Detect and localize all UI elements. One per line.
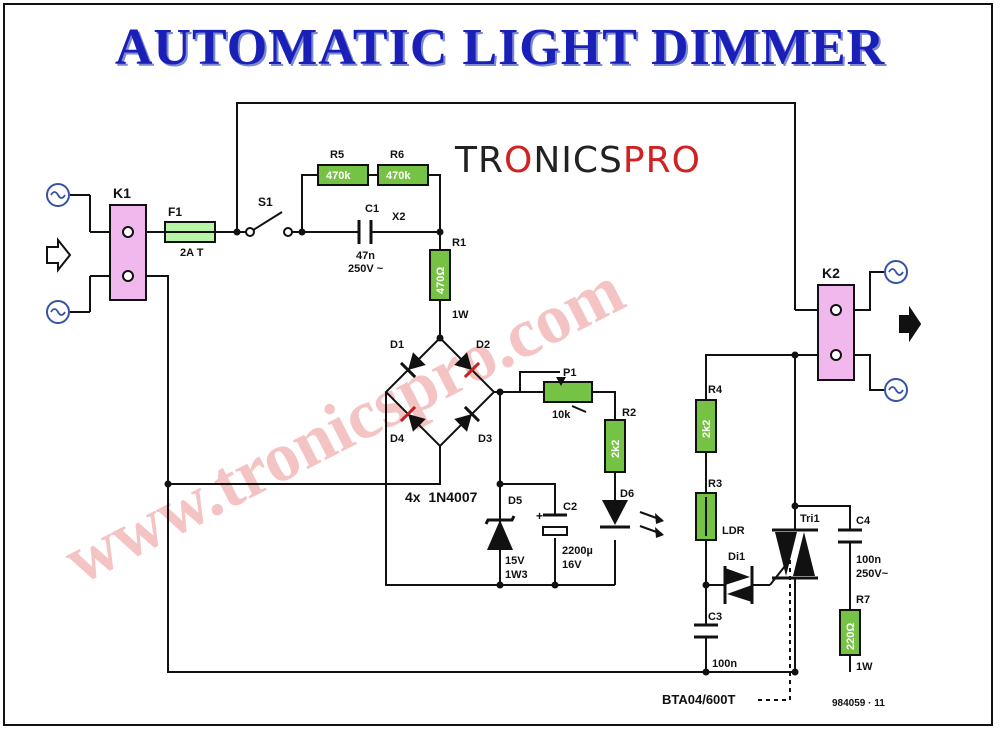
- diode-d4: [399, 405, 426, 432]
- potentiometer-p1: [519, 371, 593, 413]
- resistor-r4: [695, 399, 717, 453]
- label-r6: R6: [390, 149, 404, 161]
- label-c3: C3: [708, 611, 722, 623]
- label-r5-value: 470k: [326, 170, 351, 182]
- label-r3: R3: [708, 478, 722, 490]
- wires: [70, 102, 885, 673]
- label-r6-value: 470k: [386, 170, 411, 182]
- label-c2: C2: [563, 501, 577, 513]
- logo-text: NICS: [533, 140, 623, 181]
- label-p1-value: 10k: [552, 409, 571, 421]
- label-k2: K2: [822, 265, 840, 281]
- label-d5-voltage: 15V: [505, 555, 525, 567]
- ac-source-icon: [884, 378, 908, 402]
- triac-tri1: [772, 528, 818, 580]
- ldr-r3: [695, 492, 717, 541]
- label-r2: R2: [622, 407, 636, 419]
- label-r4-value: 2k2: [701, 420, 713, 438]
- ac-source-icon: [884, 260, 908, 284]
- label-r7: R7: [856, 594, 870, 606]
- junctions: [164, 228, 799, 676]
- label-bridge: 4x 1N4007: [405, 489, 478, 505]
- label-p1: P1: [563, 367, 576, 379]
- label-r1-power: 1W: [452, 309, 469, 321]
- label-di1: Di1: [728, 551, 745, 563]
- label-r2-value: 2k2: [610, 440, 622, 458]
- logo-chip-icon: O: [504, 140, 534, 181]
- label-c1-value: 47n: [356, 250, 375, 262]
- capacitor-c1: [357, 220, 373, 244]
- label-d5: D5: [508, 495, 522, 507]
- diode-d1: [399, 352, 426, 379]
- output-arrow-icon: [899, 305, 922, 343]
- logo-text: PRO: [622, 140, 701, 181]
- label-c1-voltage: 250V ~: [348, 263, 384, 275]
- ac-source-icon: [46, 300, 70, 324]
- label-d4: D4: [390, 433, 405, 445]
- label-r7-value: 220Ω: [845, 623, 857, 650]
- resistor-r1: [429, 249, 451, 301]
- label-tri1: Tri1: [800, 513, 820, 525]
- resistor-r5: [317, 164, 369, 186]
- resistor-r2: [604, 419, 626, 473]
- label-triac-part: BTA04/600T: [662, 692, 736, 707]
- label-c3-value: 100n: [712, 658, 737, 670]
- k1-connector: [109, 204, 147, 301]
- capacitor-c2: +: [536, 509, 568, 536]
- label-r1-value: 470Ω: [435, 267, 447, 294]
- diagram-frame: [3, 3, 993, 726]
- label-d3: D3: [478, 433, 492, 445]
- label-r1: R1: [452, 237, 466, 249]
- label-r7-power: 1W: [856, 661, 873, 673]
- label-r4: R4: [708, 384, 723, 396]
- diode-d3: [454, 405, 481, 432]
- k2-connector: [817, 284, 855, 381]
- label-code: 984059 · 11: [832, 698, 885, 709]
- capacitor-c4: [838, 528, 862, 544]
- label-f1-value: 2A T: [180, 247, 204, 259]
- label-k1: K1: [113, 185, 131, 201]
- capacitor-c3: [694, 623, 718, 639]
- label-ldr: LDR: [722, 525, 745, 537]
- label-r5: R5: [330, 149, 344, 161]
- label-x2: X2: [392, 211, 405, 223]
- resistor-r7: [839, 609, 861, 656]
- label-d2: D2: [476, 339, 490, 351]
- label-d5-power: 1W3: [505, 569, 528, 581]
- led-d6: [600, 500, 664, 538]
- label-f1: F1: [168, 205, 182, 219]
- svg-text:+: +: [536, 509, 543, 523]
- label-c4: C4: [856, 515, 871, 527]
- component-labels: K1 K2 F1 2A T S1 R5 470k R6 470k C1 X2 4…: [113, 149, 889, 709]
- logo-text: TR: [455, 140, 505, 181]
- switch-contact: [245, 227, 255, 237]
- label-d1: D1: [390, 339, 404, 351]
- label-c2-voltage: 16V: [562, 559, 582, 571]
- label-d6: D6: [620, 488, 634, 500]
- diode-d2: [454, 352, 481, 379]
- resistor-r6: [377, 164, 429, 186]
- label-c4-value: 100n: [856, 554, 881, 566]
- tronicspro-logo: TRONICSPRO: [455, 140, 701, 181]
- diac-di1: [723, 566, 754, 604]
- page-title: AUTOMATIC LIGHT DIMMER: [114, 19, 886, 76]
- label-c2-value: 2200µ: [562, 545, 593, 557]
- input-arrow-icon: [46, 237, 72, 273]
- fuse-f1: [164, 221, 216, 243]
- label-c4-voltage: 250V~: [856, 568, 889, 580]
- watermark-text: www.tronicspro.com: [52, 251, 636, 599]
- label-s1: S1: [258, 195, 273, 209]
- switch-contact: [283, 227, 293, 237]
- label-c1: C1: [365, 203, 379, 215]
- ac-source-icon: [46, 183, 70, 207]
- zener-d5: [484, 515, 516, 550]
